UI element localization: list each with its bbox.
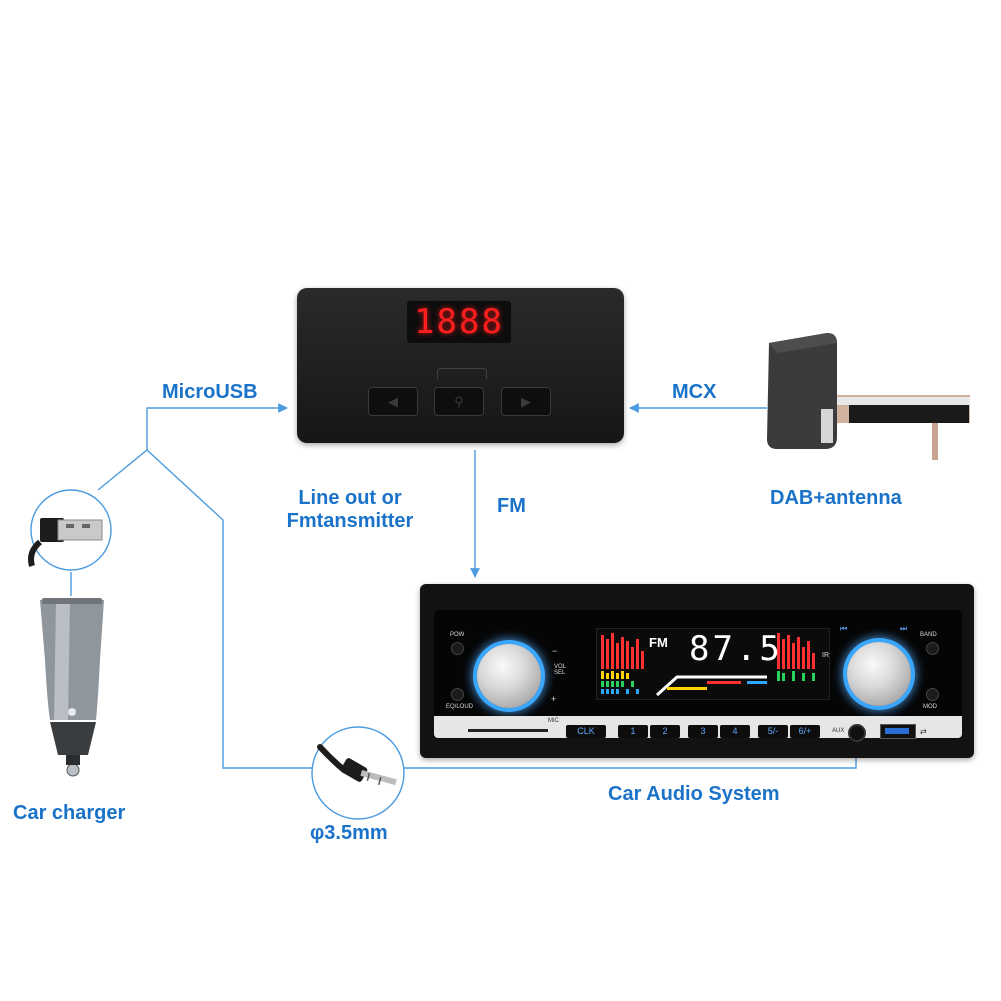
- dab-antenna-icon: [767, 333, 970, 460]
- microusb-wire: [97, 403, 313, 769]
- usb-plug-icon: [28, 489, 112, 571]
- preset-3-button[interactable]: 3: [688, 725, 718, 738]
- car-audio-label: Car Audio System: [608, 783, 780, 805]
- microusb-label: MicroUSB: [162, 381, 258, 403]
- mod-button[interactable]: [926, 688, 939, 701]
- ir-label: IR: [822, 652, 829, 659]
- prev-track-icon: ⏮: [840, 624, 848, 633]
- car-charger-icon: [40, 598, 104, 777]
- eq-loud-button[interactable]: [451, 688, 464, 701]
- preset-2-button[interactable]: 2: [650, 725, 680, 738]
- tuning-knob[interactable]: [847, 642, 911, 706]
- band-fm-indicator: FM: [649, 635, 668, 650]
- usb-icon: ⇄: [920, 727, 927, 736]
- lcd-spectrum: [601, 633, 815, 697]
- line-out-label: Line out or Fmtansmitter: [286, 487, 414, 532]
- audio-jack-icon: [311, 726, 405, 820]
- dab-led-display: 1888: [407, 301, 511, 343]
- eq-loud-label: EQ/LOUD: [446, 704, 474, 710]
- mod-label: MOD: [923, 704, 937, 710]
- preset-5-button[interactable]: 5/-: [758, 725, 788, 738]
- dab-search-button[interactable]: ⚲: [434, 387, 484, 416]
- volume-knob[interactable]: [477, 644, 541, 708]
- dab-antenna-label: DAB+antenna: [770, 487, 902, 509]
- next-track-icon: ⏭: [900, 624, 908, 633]
- next-icon: ▶: [521, 394, 531, 409]
- dab-button-slot: [437, 368, 487, 379]
- usb-port[interactable]: [880, 724, 916, 739]
- band-button[interactable]: [926, 642, 939, 655]
- mic-label: MIC: [548, 718, 559, 724]
- minus-label: −: [552, 646, 558, 656]
- pow-label: POW: [450, 632, 465, 638]
- mcx-label: MCX: [672, 381, 717, 403]
- preset-6-button[interactable]: 6/+: [790, 725, 820, 738]
- preset-4-button[interactable]: 4: [720, 725, 750, 738]
- car-charger-label: Car charger: [13, 802, 126, 824]
- plus-label: +: [551, 694, 557, 704]
- search-icon: ⚲: [454, 394, 464, 409]
- band-label: BAND: [920, 632, 937, 638]
- dab-receiver-box: 1888 ◀ ⚲ ▶: [297, 288, 624, 443]
- aux-port[interactable]: [848, 724, 866, 742]
- radio-lcd: FM 87.5: [596, 628, 830, 700]
- jack-size-label: φ3.5mm: [310, 822, 388, 844]
- car-radio: POW EQ/LOUD − VOL SEL +: [420, 584, 974, 758]
- pow-button[interactable]: [451, 642, 464, 655]
- preset-clk-button[interactable]: CLK: [566, 725, 606, 738]
- aux-label: AUX: [832, 728, 845, 734]
- frequency-display: 87.5: [689, 629, 783, 669]
- preset-1-button[interactable]: 1: [618, 725, 648, 738]
- dab-next-button[interactable]: ▶: [501, 387, 551, 416]
- vol-sel-label: VOL SEL: [554, 664, 566, 676]
- prev-icon: ◀: [388, 394, 398, 409]
- sd-card-slot: [468, 729, 548, 732]
- fm-label: FM: [497, 495, 526, 517]
- dab-prev-button[interactable]: ◀: [368, 387, 418, 416]
